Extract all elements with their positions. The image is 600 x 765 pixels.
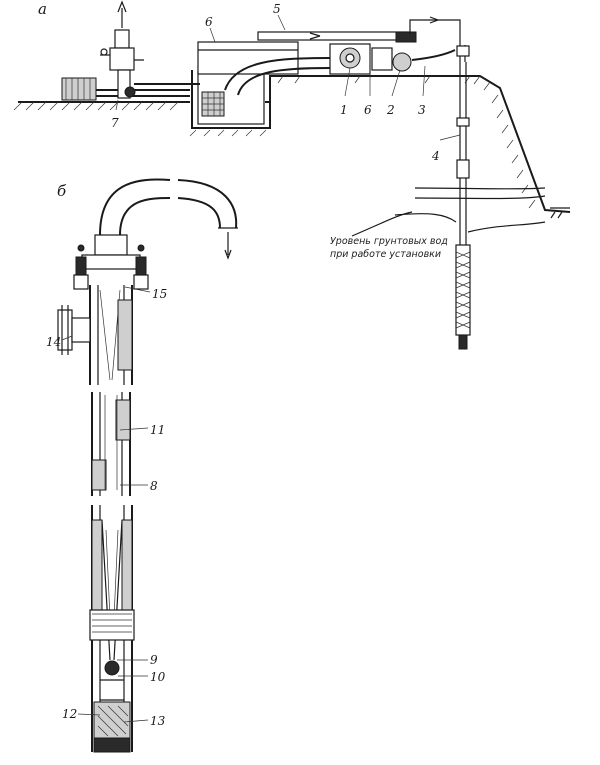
wellpoint-riser-4: [455, 45, 471, 350]
label-6-pump: 6: [364, 103, 372, 117]
leader-lines-b: [61, 286, 151, 723]
lower-filter-section: [89, 505, 135, 753]
wellhead-ejector-7: [61, 0, 200, 101]
label-4: 4: [431, 149, 440, 163]
pump-unit: [329, 16, 461, 75]
ground-surface: [13, 75, 571, 219]
label-5: 5: [273, 2, 281, 16]
label-1: 1: [340, 103, 348, 117]
outlet-elbow: [99, 178, 238, 260]
label-14: 14: [46, 335, 61, 349]
middle-section: [91, 392, 131, 496]
side-branch-14: [57, 305, 91, 355]
label-8: 8: [150, 479, 158, 493]
panel-label-b: б: [57, 182, 67, 200]
label-10: 10: [150, 670, 166, 684]
overhead-pipe-5: [257, 31, 409, 41]
label-11: 11: [150, 423, 165, 437]
head-flange: [73, 234, 149, 290]
panel-label-a: а: [38, 0, 47, 18]
outer-casing: [89, 285, 133, 385]
label-15: 15: [152, 287, 167, 301]
label-3: 3: [418, 103, 426, 117]
label-7: 7: [111, 116, 119, 130]
panel-b-wellpoint-section: [57, 178, 238, 753]
tank-6: [197, 41, 299, 75]
label-13: 13: [150, 714, 166, 728]
panel-a-surface-installation: [13, 0, 571, 350]
label-6-tank: 6: [205, 15, 213, 29]
label-2: 2: [386, 103, 395, 117]
groundwater-level-curve: [351, 187, 546, 237]
tank-return-pipe: [224, 57, 331, 96]
leader-lines-a: [115, 14, 461, 141]
label-12: 12: [62, 707, 77, 721]
groundwater-note-line1: Уровень грунтовых вод: [330, 236, 448, 247]
label-9: 9: [150, 653, 158, 667]
groundwater-note-line2: при работе установки: [330, 249, 441, 260]
